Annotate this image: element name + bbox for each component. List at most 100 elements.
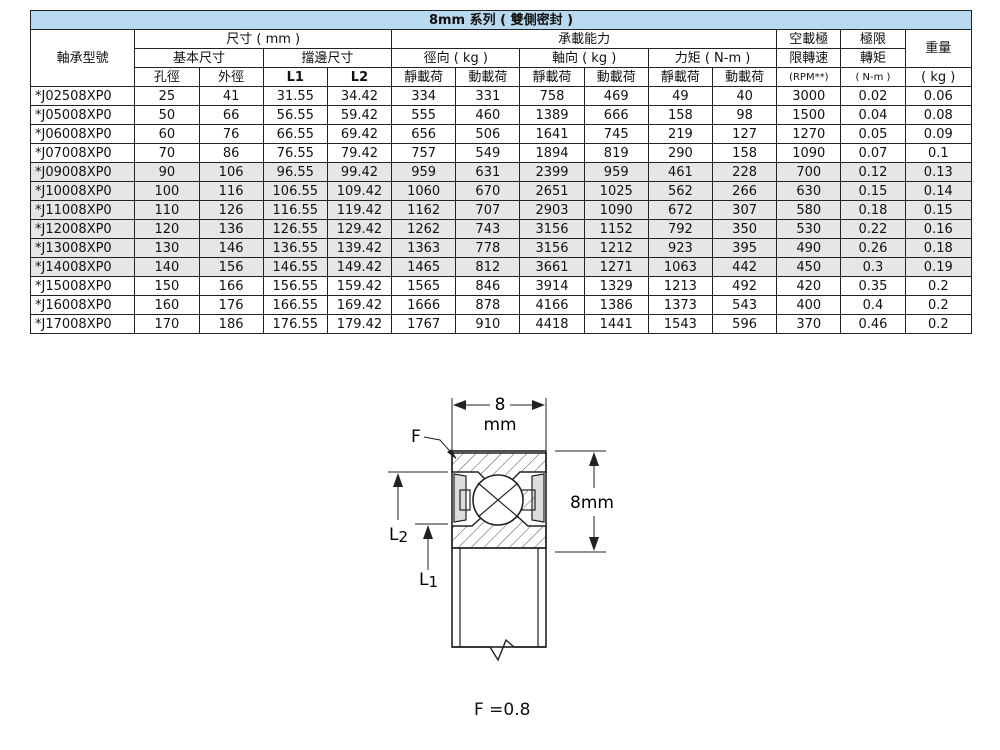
value-cell: 450 — [776, 257, 842, 277]
model-cell: *J09008XP0 — [29, 162, 136, 182]
value-cell: 580 — [776, 200, 842, 220]
value-cell: 2651 — [519, 181, 585, 201]
value-cell: 136 — [198, 219, 264, 239]
value-cell: 1500 — [776, 105, 842, 125]
value-cell: 370 — [776, 314, 842, 334]
value-cell: 79.42 — [326, 143, 393, 163]
header-speed-unit: (RPM**) — [776, 67, 842, 87]
value-cell: 1090 — [583, 200, 649, 220]
value-cell: 219 — [647, 124, 714, 144]
value-cell: 290 — [647, 143, 714, 163]
value-cell: 176 — [198, 295, 264, 315]
header-weight: 重量 — [904, 29, 973, 68]
value-cell: 179.42 — [326, 314, 393, 334]
model-cell: *J06008XP0 — [29, 124, 136, 144]
model-cell: *J11008XP0 — [29, 200, 136, 220]
model-cell: *J07008XP0 — [29, 143, 136, 163]
bearing-outline — [451, 450, 547, 648]
model-cell: *J02508XP0 — [29, 86, 136, 106]
value-cell: 923 — [647, 238, 714, 258]
value-cell: 461 — [647, 162, 714, 182]
value-cell: 1060 — [391, 181, 457, 201]
value-cell: 700 — [776, 162, 842, 182]
value-cell: 156.55 — [262, 276, 328, 296]
value-cell: 656 — [391, 124, 457, 144]
value-cell: 2399 — [519, 162, 585, 182]
value-cell: 1666 — [391, 295, 457, 315]
header-speed-1: 空載極 — [776, 29, 842, 49]
value-cell: 119.42 — [326, 200, 393, 220]
value-cell: 307 — [711, 200, 778, 220]
value-cell: 0.14 — [904, 181, 973, 201]
value-cell: 110 — [134, 200, 200, 220]
formula-f: F =0.8 — [474, 700, 531, 720]
value-cell: 395 — [711, 238, 778, 258]
value-cell: 90 — [134, 162, 200, 182]
value-cell: 127 — [711, 124, 778, 144]
value-cell: 136.55 — [262, 238, 328, 258]
value-cell: 76.55 — [262, 143, 328, 163]
header-basic: 基本尺寸 — [134, 48, 264, 68]
model-cell: *J16008XP0 — [29, 295, 136, 315]
value-cell: 1271 — [583, 257, 649, 277]
header-model: 軸承型號 — [29, 29, 136, 87]
model-cell: *J14008XP0 — [29, 257, 136, 277]
value-cell: 106.55 — [262, 181, 328, 201]
value-cell: 2903 — [519, 200, 585, 220]
value-cell: 1373 — [647, 295, 714, 315]
value-cell: 0.22 — [840, 219, 906, 239]
value-cell: 66.55 — [262, 124, 328, 144]
value-cell: 116.55 — [262, 200, 328, 220]
value-cell: 100 — [134, 181, 200, 201]
width-value: 8 — [495, 395, 506, 415]
header-l2: L2 — [326, 67, 393, 87]
value-cell: 672 — [647, 200, 714, 220]
value-cell: 959 — [583, 162, 649, 182]
contact-line-2 — [477, 482, 519, 518]
model-cell: *J15008XP0 — [29, 276, 136, 296]
value-cell: 159.42 — [326, 276, 393, 296]
value-cell: 0.3 — [840, 257, 906, 277]
value-cell: 109.42 — [326, 181, 393, 201]
header-axial-dynamic: 動載荷 — [583, 67, 649, 87]
value-cell: 146.55 — [262, 257, 328, 277]
value-cell: 1063 — [647, 257, 714, 277]
value-cell: 757 — [391, 143, 457, 163]
value-cell: 670 — [455, 181, 521, 201]
value-cell: 1894 — [519, 143, 585, 163]
value-cell: 150 — [134, 276, 200, 296]
header-moment-static: 靜載荷 — [647, 67, 714, 87]
value-cell: 129.42 — [326, 219, 393, 239]
value-cell: 707 — [455, 200, 521, 220]
value-cell: 819 — [583, 143, 649, 163]
value-cell: 758 — [519, 86, 585, 106]
value-cell: 96.55 — [262, 162, 328, 182]
header-radial-static: 靜載荷 — [391, 67, 457, 87]
value-cell: 186 — [198, 314, 264, 334]
value-cell: 846 — [455, 276, 521, 296]
value-cell: 3661 — [519, 257, 585, 277]
value-cell: 59.42 — [326, 105, 393, 125]
value-cell: 166.55 — [262, 295, 328, 315]
value-cell: 596 — [711, 314, 778, 334]
value-cell: 910 — [455, 314, 521, 334]
header-shoulder: 擋邊尺寸 — [262, 48, 393, 68]
height-label: 8mm — [570, 493, 614, 513]
value-cell: 666 — [583, 105, 649, 125]
header-speed-2: 限轉速 — [776, 48, 842, 68]
value-cell: 34.42 — [326, 86, 393, 106]
value-cell: 562 — [647, 181, 714, 201]
value-cell: 792 — [647, 219, 714, 239]
value-cell: 169.42 — [326, 295, 393, 315]
header-axial-static: 靜載荷 — [519, 67, 585, 87]
value-cell: 334 — [391, 86, 457, 106]
value-cell: 3156 — [519, 238, 585, 258]
header-moment-dynamic: 動載荷 — [711, 67, 778, 87]
value-cell: 0.26 — [840, 238, 906, 258]
value-cell: 146 — [198, 238, 264, 258]
